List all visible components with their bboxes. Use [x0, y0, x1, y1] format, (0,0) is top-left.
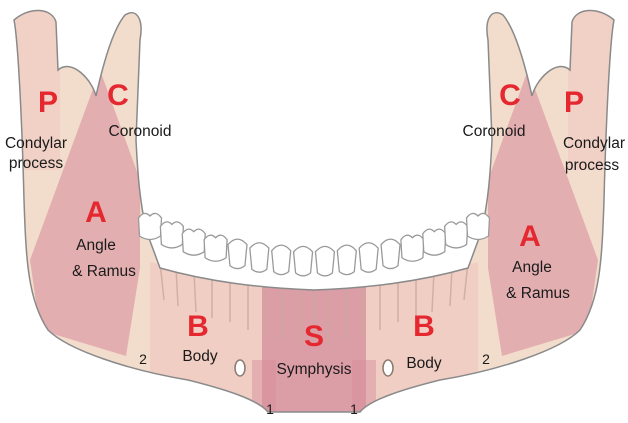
teeth — [139, 213, 490, 275]
label-angle-left-1: Angle — [76, 237, 116, 254]
tooth — [228, 239, 247, 269]
letter-coronoid-left: C — [107, 79, 129, 112]
letter-condylar-right: P — [564, 86, 584, 119]
label-body-left: Body — [182, 348, 218, 365]
letter-body-left: B — [187, 310, 209, 343]
mental-foramen-left — [235, 360, 245, 376]
label-symphysis: Symphysis — [277, 361, 352, 378]
tooth — [182, 229, 205, 255]
tooth — [423, 229, 446, 255]
label-condylar-left-1: Condylar — [5, 135, 67, 152]
letter-symphysis: S — [304, 320, 324, 353]
tooth — [315, 246, 334, 275]
label-condylar-right-2: process — [565, 157, 620, 174]
label-coronoid-right: Coronoid — [463, 123, 526, 140]
label-body-right: Body — [406, 355, 442, 372]
tooth — [359, 243, 378, 273]
tooth — [445, 222, 468, 248]
label-condylar-right-1: Condylar — [563, 135, 625, 152]
zone-1-right: 1 — [350, 401, 358, 417]
zone-1-left: 1 — [266, 401, 274, 417]
letter-angle-left: A — [85, 196, 107, 229]
letter-condylar-left: P — [38, 86, 58, 119]
tooth — [467, 213, 490, 239]
label-coronoid-left: Coronoid — [109, 123, 172, 140]
tooth — [294, 246, 313, 275]
label-angle-right-2: & Ramus — [506, 285, 570, 302]
zone-2-left: 2 — [139, 351, 147, 367]
label-condylar-left-2: process — [9, 155, 64, 172]
tooth — [139, 213, 162, 239]
label-angle-left-2: & Ramus — [72, 263, 136, 280]
zone-2-right: 2 — [482, 351, 490, 367]
letter-angle-right: A — [519, 220, 541, 253]
tooth — [381, 239, 400, 269]
tooth — [250, 243, 269, 273]
label-angle-right-1: Angle — [512, 259, 552, 276]
tooth — [337, 245, 356, 275]
tooth — [401, 235, 424, 261]
tooth — [204, 235, 227, 261]
tooth — [160, 222, 183, 248]
mental-foramen-right — [383, 360, 393, 376]
letter-coronoid-right: C — [499, 79, 521, 112]
tooth — [272, 245, 291, 275]
letter-body-right: B — [413, 310, 435, 343]
